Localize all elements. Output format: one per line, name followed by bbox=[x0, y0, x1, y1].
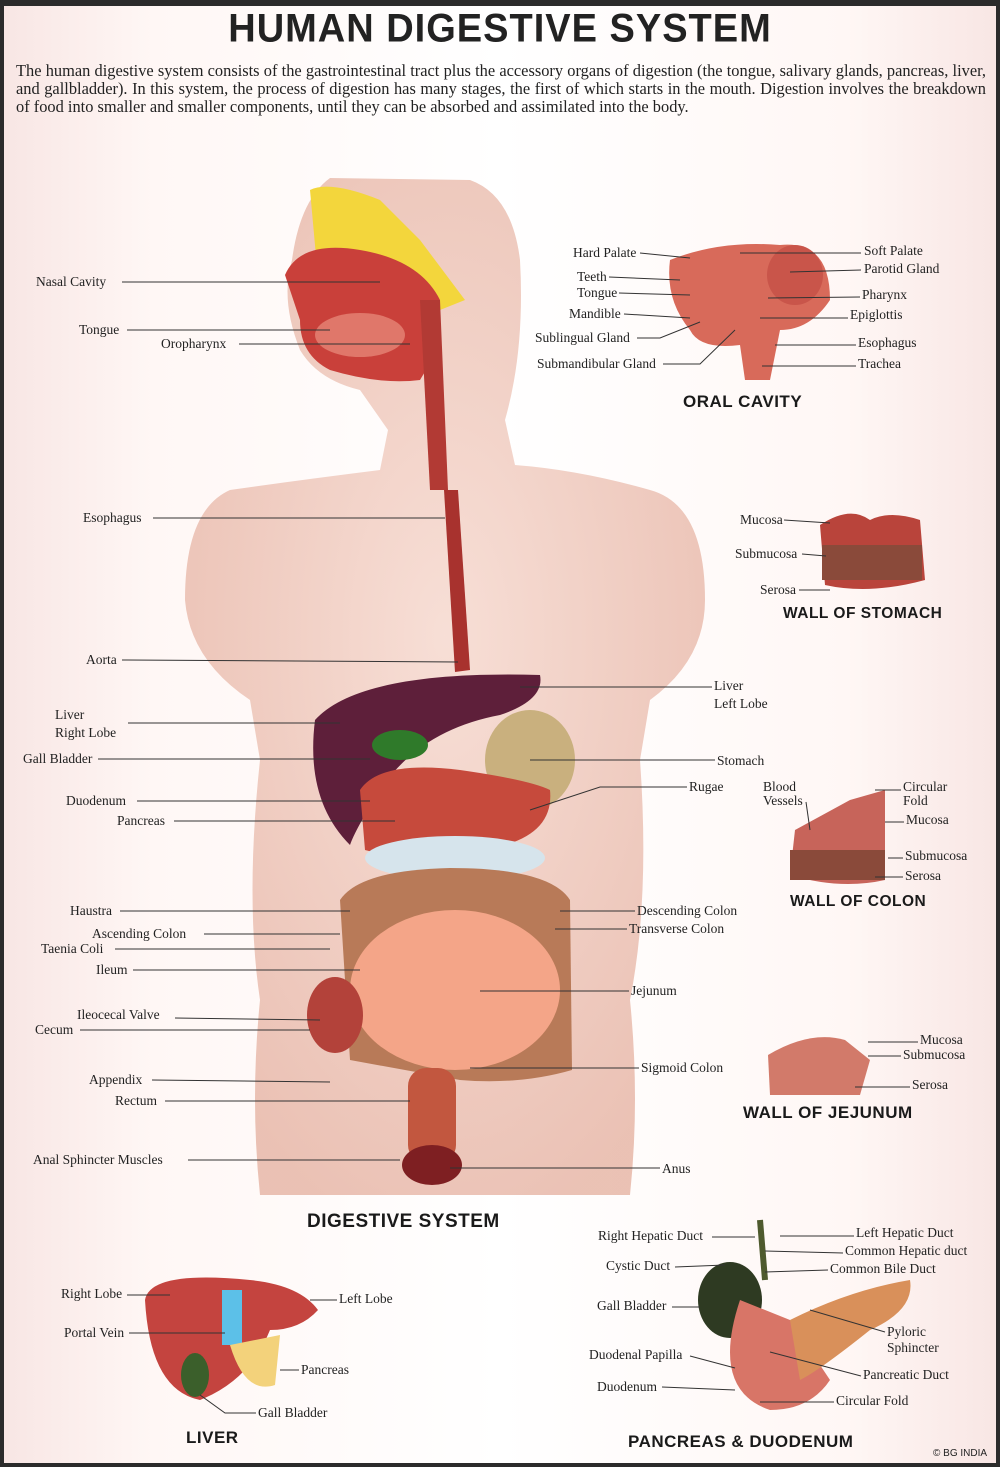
label-pyloric-1: Pyloric bbox=[887, 1324, 926, 1339]
label-pd-gall-bladder: Gall Bladder bbox=[597, 1298, 667, 1313]
label-tongue: Tongue bbox=[79, 322, 120, 337]
label-common-hepatic-duct: Common Hepatic duct bbox=[845, 1243, 968, 1258]
label-stomach-mucosa: Mucosa bbox=[740, 512, 783, 527]
label-pd-circular-fold: Circular Fold bbox=[836, 1393, 909, 1408]
label-gall-bladder: Gall Bladder bbox=[23, 751, 93, 766]
label-liver-left-1: Liver bbox=[714, 678, 744, 693]
label-appendix: Appendix bbox=[89, 1072, 143, 1087]
label-portal-vein: Portal Vein bbox=[64, 1325, 125, 1340]
label-sigmoid-colon: Sigmoid Colon bbox=[641, 1060, 724, 1075]
label-anal-sphincter: Anal Sphincter Muscles bbox=[33, 1152, 163, 1167]
label-mandible: Mandible bbox=[569, 306, 621, 321]
label-jejunum: Jejunum bbox=[631, 983, 677, 998]
label-circular-fold-1: Circular bbox=[903, 779, 948, 794]
heading-oral-cavity: ORAL CAVITY bbox=[683, 392, 803, 411]
head-section bbox=[285, 186, 465, 490]
heading-wall-of-jejunum: WALL OF JEJUNUM bbox=[743, 1103, 913, 1122]
label-colon-mucosa: Mucosa bbox=[906, 812, 949, 827]
label-stomach-serosa: Serosa bbox=[760, 582, 796, 597]
label-circular-fold-2: Fold bbox=[903, 793, 928, 808]
label-pancreatic-duct: Pancreatic Duct bbox=[863, 1367, 949, 1382]
label-liver-right-2: Right Lobe bbox=[55, 725, 117, 740]
copyright: © BG INDIA bbox=[933, 1448, 988, 1459]
label-oropharynx: Oropharynx bbox=[161, 336, 227, 351]
label-sublingual-gland: Sublingual Gland bbox=[535, 330, 630, 345]
label-jejunum-submucosa: Submucosa bbox=[903, 1047, 966, 1062]
label-parotid-gland: Parotid Gland bbox=[864, 261, 940, 276]
label-rectum: Rectum bbox=[115, 1093, 157, 1108]
label-ascending-colon: Ascending Colon bbox=[92, 926, 187, 941]
label-nasal-cavity: Nasal Cavity bbox=[36, 274, 107, 289]
label-teeth: Teeth bbox=[577, 269, 607, 284]
label-transverse-colon: Transverse Colon bbox=[629, 921, 725, 936]
label-jejunum-mucosa: Mucosa bbox=[920, 1032, 963, 1047]
label-pd-duodenum: Duodenum bbox=[597, 1379, 657, 1394]
label-submandibular-gland: Submandibular Gland bbox=[537, 356, 656, 371]
colon-wall-illustration bbox=[790, 790, 885, 884]
label-trachea: Trachea bbox=[858, 356, 901, 371]
label-hard-palate: Hard Palate bbox=[573, 245, 637, 260]
label-ileocecal-valve: Ileocecal Valve bbox=[77, 1007, 160, 1022]
label-cecum: Cecum bbox=[35, 1022, 74, 1037]
heading-wall-of-stomach: WALL OF STOMACH bbox=[783, 605, 943, 622]
label-taenia-coli: Taenia Coli bbox=[41, 941, 104, 956]
liver-illustration bbox=[145, 1277, 318, 1400]
abdominal-organs bbox=[307, 674, 575, 1185]
label-blood-vessels-1: Blood bbox=[763, 779, 797, 794]
label-blood-vessels-2: Vessels bbox=[763, 793, 803, 808]
label-ileum: Ileum bbox=[96, 962, 128, 977]
label-colon-serosa: Serosa bbox=[905, 868, 941, 883]
label-soft-palate: Soft Palate bbox=[864, 243, 923, 258]
label-haustra: Haustra bbox=[70, 903, 112, 918]
heading-pancreas-duodenum: PANCREAS & DUODENUM bbox=[628, 1432, 854, 1451]
label-rugae: Rugae bbox=[689, 779, 724, 794]
label-pyloric-2: Sphincter bbox=[887, 1340, 939, 1355]
heading-digestive-system: DIGESTIVE SYSTEM bbox=[307, 1211, 500, 1232]
label-pancreas: Pancreas bbox=[117, 813, 165, 828]
poster-title: HUMAN DIGESTIVE SYSTEM bbox=[228, 6, 772, 52]
label-oral-tongue: Tongue bbox=[577, 285, 618, 300]
label-liver-left-2: Left Lobe bbox=[714, 696, 768, 711]
label-right-hepatic-duct: Right Hepatic Duct bbox=[598, 1228, 703, 1243]
jejunum-wall-illustration bbox=[768, 1037, 870, 1095]
label-jejunum-serosa: Serosa bbox=[912, 1077, 948, 1092]
label-colon-submucosa: Submucosa bbox=[905, 848, 968, 863]
label-liver-pancreas: Pancreas bbox=[301, 1362, 349, 1377]
label-descending-colon: Descending Colon bbox=[637, 903, 738, 918]
label-liver-right-lobe: Right Lobe bbox=[61, 1286, 123, 1301]
label-left-hepatic-duct: Left Hepatic Duct bbox=[856, 1225, 954, 1240]
label-esophagus: Esophagus bbox=[83, 510, 142, 525]
label-anus: Anus bbox=[662, 1161, 691, 1176]
label-stomach: Stomach bbox=[717, 753, 765, 768]
label-aorta: Aorta bbox=[86, 652, 117, 667]
label-common-bile-duct: Common Bile Duct bbox=[830, 1261, 936, 1276]
heading-liver: LIVER bbox=[186, 1428, 239, 1447]
label-cystic-duct: Cystic Duct bbox=[606, 1258, 671, 1273]
label-duodenum: Duodenum bbox=[66, 793, 126, 808]
label-liver-left-lobe: Left Lobe bbox=[339, 1291, 393, 1306]
label-stomach-submucosa: Submucosa bbox=[735, 546, 798, 561]
intro-paragraph: The human digestive system consists of t… bbox=[16, 61, 986, 116]
esophagus-organ bbox=[444, 490, 470, 672]
label-epiglottis: Epiglottis bbox=[850, 307, 903, 322]
label-liver-gall-bladder: Gall Bladder bbox=[258, 1405, 328, 1420]
oral-cavity-illustration bbox=[669, 244, 830, 380]
label-duodenal-papilla: Duodenal Papilla bbox=[589, 1347, 683, 1362]
stomach-wall-illustration bbox=[820, 513, 925, 589]
label-oral-esophagus: Esophagus bbox=[858, 335, 917, 350]
label-liver-right-1: Liver bbox=[55, 707, 85, 722]
heading-wall-of-colon: WALL OF COLON bbox=[790, 893, 927, 910]
label-pharynx: Pharynx bbox=[862, 287, 907, 302]
